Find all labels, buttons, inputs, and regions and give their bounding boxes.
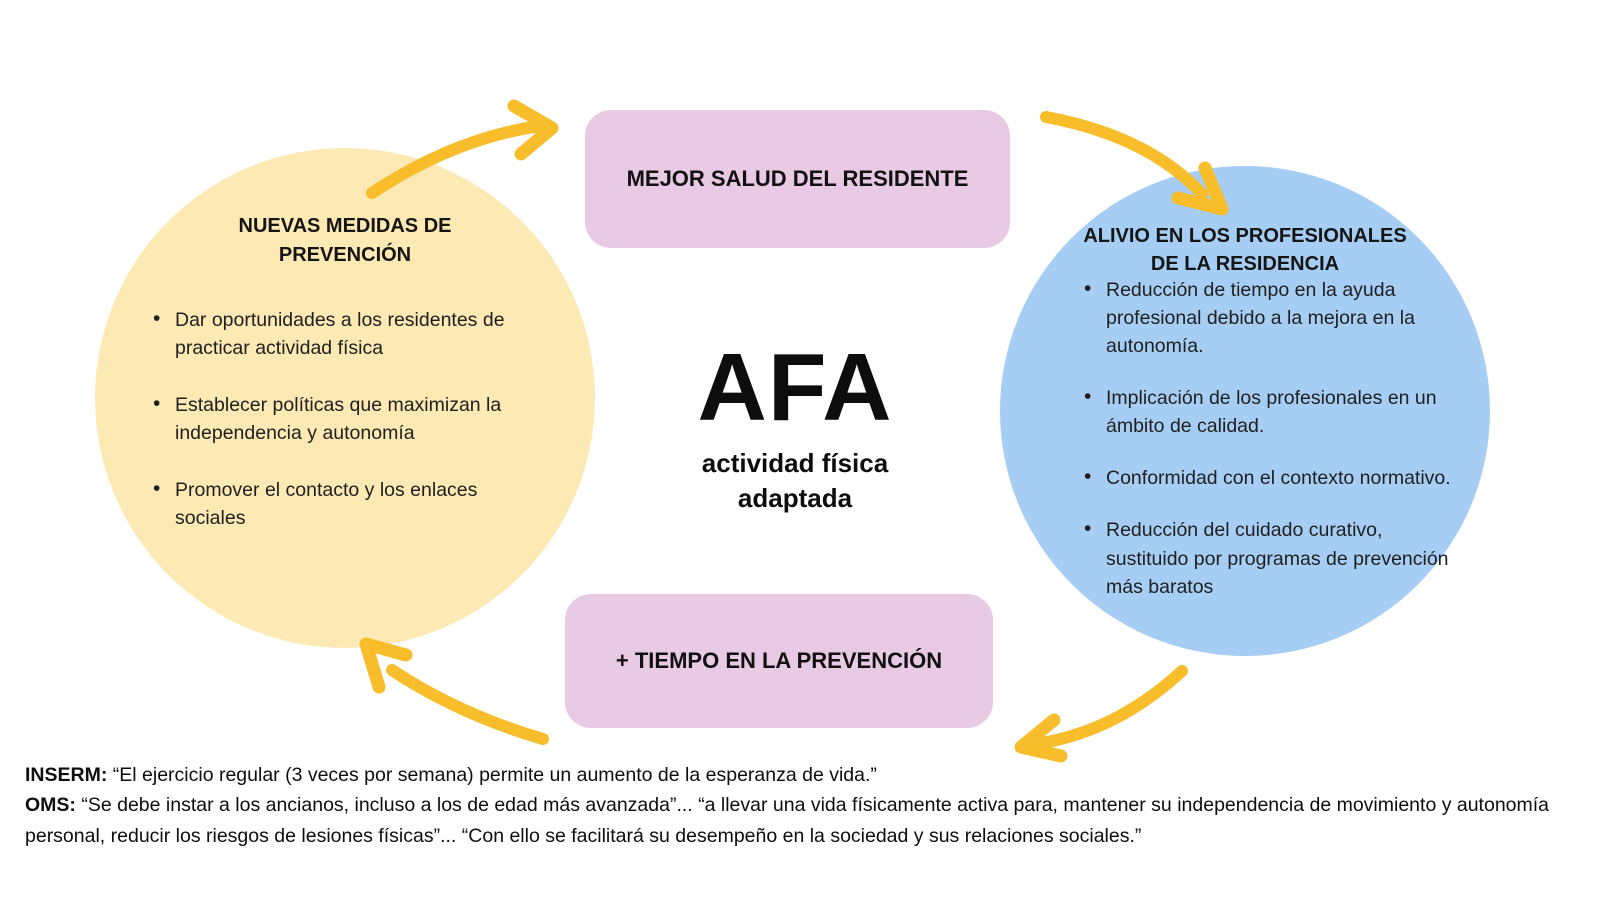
list-item: Reducción de tiempo en la ayuda profesio…	[1082, 274, 1454, 360]
list-item: Conformidad con el contexto normativo.	[1082, 462, 1454, 492]
arrow-up-left-icon	[359, 637, 549, 745]
oms-text: “Se debe instar a los ancianos, incluso …	[25, 794, 1550, 847]
prevention-time-box: + TIEMPO EN LA PREVENCIÓN	[565, 594, 993, 728]
list-item: Reducción del cuidado curativo, sustitui…	[1082, 514, 1454, 600]
relief-title: ALIVIO EN LOS PROFESIONALES DE LA RESIDE…	[1083, 225, 1407, 275]
prevention-time-label: + TIEMPO EN LA PREVENCIÓN	[615, 648, 943, 673]
prevention-title: NUEVAS MEDIDAS DE PREVENCIÓN	[238, 215, 452, 266]
prevention-bullet-list: Dar oportunidades a los residentes de pr…	[151, 304, 546, 561]
resident-health-label: MEJOR SALUD DEL RESIDENTE	[626, 166, 969, 191]
professional-relief-circle: ALIVIO EN LOS PROFESIONALES DE LA RESIDE…	[1000, 166, 1490, 656]
inserm-quote: INSERM: “El ejercicio regular (3 veces p…	[25, 760, 1555, 790]
inserm-label: INSERM:	[25, 764, 108, 786]
afa-center-label: AFA actividad física adaptada	[645, 340, 945, 516]
resident-health-box: MEJOR SALUD DEL RESIDENTE	[585, 110, 1010, 248]
afa-subtitle: actividad física adaptada	[701, 448, 889, 514]
oms-label: OMS:	[25, 794, 76, 817]
relief-bullet-list: Reducción de tiempo en la ayuda profesio…	[1082, 274, 1454, 625]
arrow-down-left-icon	[1014, 665, 1188, 763]
inserm-text: “El ejercicio regular (3 veces por seman…	[107, 764, 877, 786]
list-item: Promover el contacto y los enlaces socia…	[151, 474, 546, 532]
list-item: Dar oportunidades a los residentes de pr…	[151, 304, 546, 362]
prevention-circle: NUEVAS MEDIDAS DE PREVENCIÓN Dar oportun…	[95, 148, 595, 648]
list-item: Implicación de los profesionales en un á…	[1082, 382, 1454, 440]
list-item: Establecer políticas que maximizan la in…	[151, 389, 546, 447]
oms-quote: OMS: “Se debe instar a los ancianos, inc…	[25, 790, 1555, 851]
afa-acronym: AFA	[697, 334, 893, 441]
sources-footer: INSERM: “El ejercicio regular (3 veces p…	[25, 760, 1555, 851]
